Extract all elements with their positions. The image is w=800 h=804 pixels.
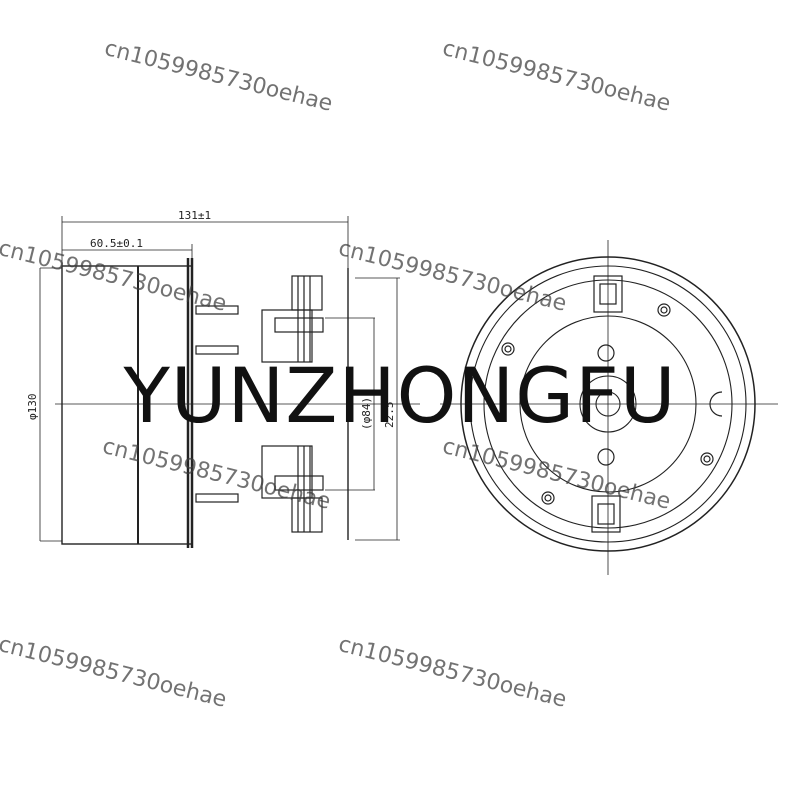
brush-holder-upper bbox=[261, 309, 313, 363]
screw-2 bbox=[657, 303, 671, 317]
brush-top bbox=[593, 275, 623, 313]
dim-outer-diameter: φ130 bbox=[26, 394, 39, 421]
brand-name: YUNZHONGFU bbox=[123, 351, 677, 440]
hole-bottom bbox=[597, 448, 615, 466]
outer-ring bbox=[460, 256, 756, 552]
brush-cap-upper bbox=[291, 275, 323, 311]
brush-holder-lower bbox=[261, 445, 313, 499]
dim-small: 22.5 bbox=[383, 402, 396, 429]
terminal-upper-1 bbox=[195, 305, 239, 315]
dim-stator-length: 60.5±0.1 bbox=[90, 237, 143, 250]
notch bbox=[709, 391, 723, 417]
brush-cap-lower bbox=[291, 497, 323, 533]
inner-ring bbox=[519, 315, 697, 493]
terminal-upper-2 bbox=[195, 345, 239, 355]
dim-overall-length: 131±1 bbox=[178, 209, 211, 222]
screw-1 bbox=[501, 342, 515, 356]
terminal-lower-1 bbox=[195, 493, 239, 503]
middle-ring bbox=[483, 279, 733, 529]
screw-4 bbox=[541, 491, 555, 505]
dim-inner-diameter: (φ84) bbox=[360, 397, 373, 430]
hole-top bbox=[597, 344, 615, 362]
screw-3 bbox=[700, 452, 714, 466]
brush-bottom bbox=[591, 495, 621, 533]
hub bbox=[579, 375, 637, 433]
